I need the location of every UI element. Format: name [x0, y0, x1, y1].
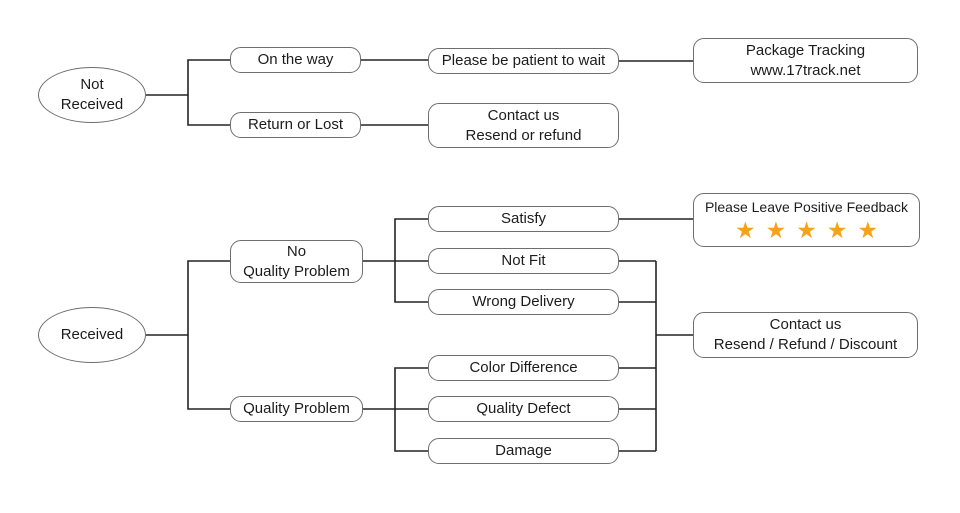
node-received-label: Received	[60, 326, 124, 343]
node-quality-defect: Quality Defect	[428, 396, 619, 422]
node-contact-resend-refund: Contact us Resend or refund	[428, 103, 619, 148]
node-contact-resend-refund-discount: Contact us Resend / Refund / Discount	[693, 312, 918, 358]
node-damage: Damage	[428, 438, 619, 464]
node-package-tracking-label: Package Tracking www.17track.net	[745, 41, 866, 79]
star-icon: ★	[734, 217, 766, 243]
node-no-quality-problem: No Quality Problem	[230, 240, 363, 283]
node-contact-resend-refund-label: Contact us Resend or refund	[465, 106, 582, 144]
star-icon: ★	[765, 217, 797, 243]
connector-not-received-bus	[187, 59, 230, 126]
node-be-patient: Please be patient to wait	[428, 48, 619, 74]
connector-quality-problem-bus	[394, 367, 428, 452]
node-color-difference: Color Difference	[428, 355, 619, 381]
node-satisfy-label: Satisfy	[500, 210, 546, 227]
node-positive-feedback-label: Please Leave Positive Feedback	[704, 199, 909, 215]
connector-received-bus	[187, 260, 230, 410]
node-not-fit-label: Not Fit	[501, 252, 546, 269]
node-contact-resend-refund-discount-label: Contact us Resend / Refund / Discount	[713, 316, 898, 353]
node-not-fit: Not Fit	[428, 248, 619, 274]
node-not-received: Not Received	[38, 67, 146, 123]
node-package-tracking: Package Tracking www.17track.net	[693, 38, 918, 83]
node-color-difference-label: Color Difference	[469, 359, 578, 376]
star-icon: ★	[826, 217, 858, 243]
node-no-quality-problem-label: No Quality Problem	[243, 242, 350, 280]
node-wrong-delivery-label: Wrong Delivery	[472, 293, 575, 310]
node-satisfy: Satisfy	[428, 206, 619, 232]
node-not-received-label: Not Received	[60, 76, 124, 113]
star-rating: ★★★★★	[725, 218, 888, 242]
star-icon: ★	[796, 217, 827, 243]
node-damage-label: Damage	[495, 442, 552, 459]
star-icon: ★	[857, 217, 889, 243]
node-on-the-way: On the way	[230, 47, 361, 73]
node-positive-feedback: Please Leave Positive Feedback ★★★★★	[693, 193, 920, 247]
node-quality-defect-label: Quality Defect	[476, 400, 571, 417]
node-quality-problem-label: Quality Problem	[243, 400, 350, 417]
node-return-or-lost-label: Return or Lost	[247, 116, 344, 133]
node-be-patient-label: Please be patient to wait	[441, 52, 606, 69]
node-wrong-delivery: Wrong Delivery	[428, 289, 619, 315]
node-return-or-lost: Return or Lost	[230, 112, 361, 138]
connector-right-stubs	[619, 260, 656, 452]
node-on-the-way-label: On the way	[257, 51, 334, 68]
node-received: Received	[38, 307, 146, 363]
connector-no-quality-problem-bus	[394, 218, 428, 303]
node-quality-problem: Quality Problem	[230, 396, 363, 422]
